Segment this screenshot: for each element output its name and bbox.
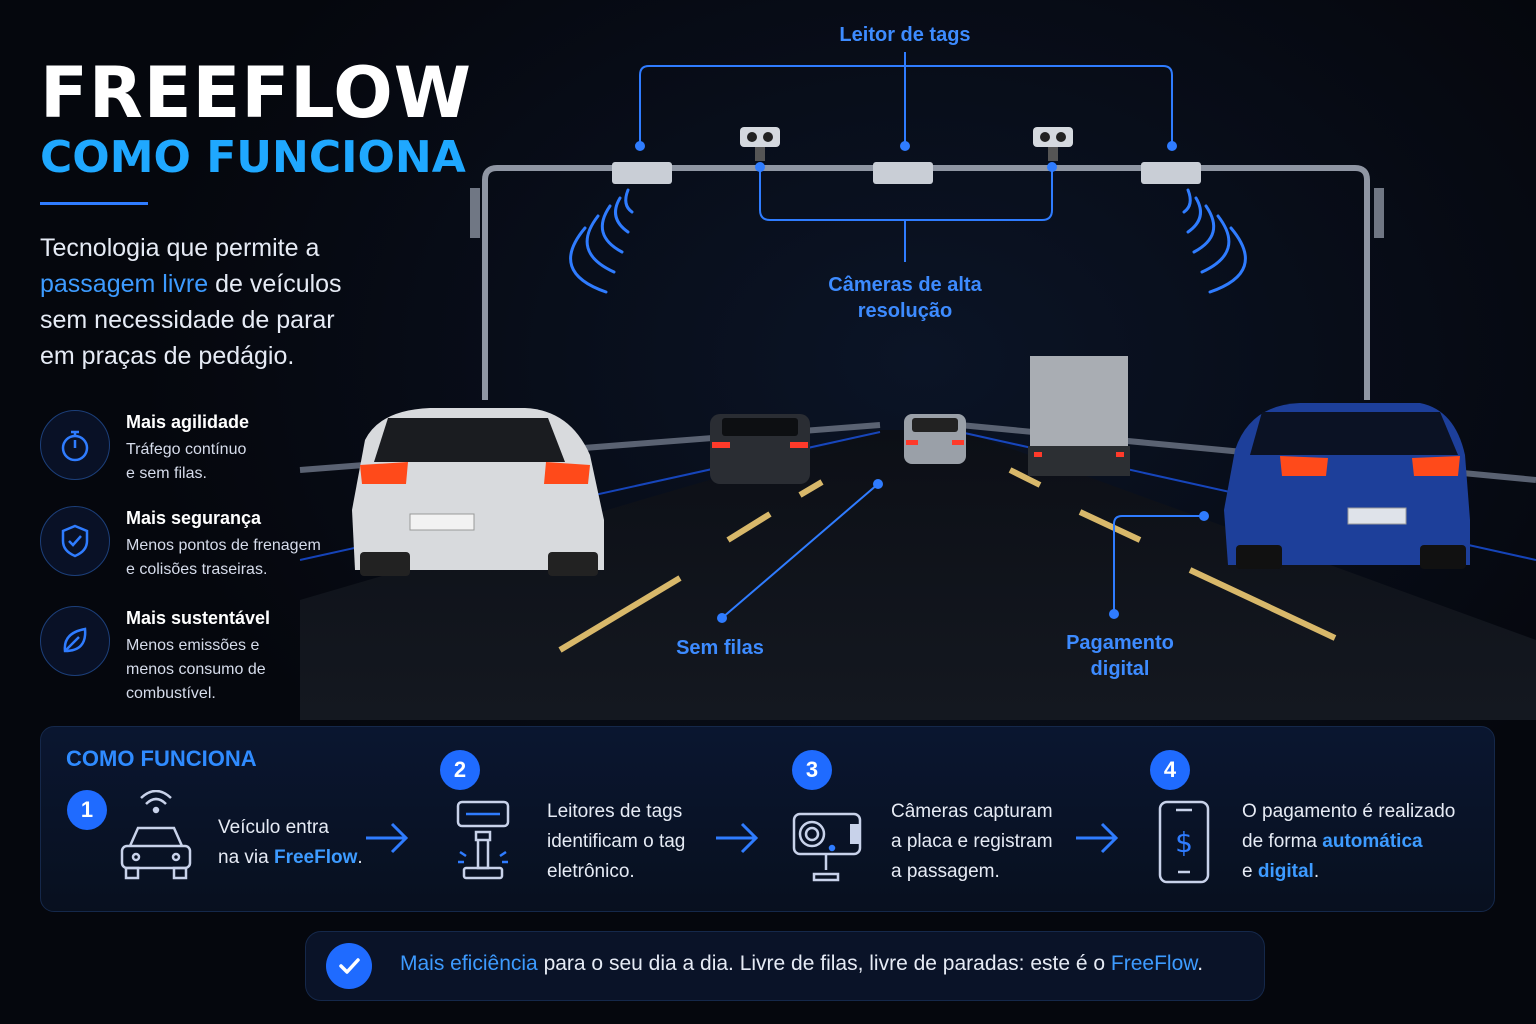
steps-panel-title: COMO FUNCIONA: [66, 746, 257, 771]
tag-reader-units: [612, 162, 1201, 184]
freeflow-highlight: FreeFlow: [273, 847, 358, 868]
payment-label-line2: digital: [1090, 658, 1150, 680]
banner-brand: FreeFlow: [1110, 952, 1198, 975]
step-number: 4: [1150, 750, 1190, 790]
step-text-fragment: .: [357, 847, 363, 868]
benefit-title: Mais segurança: [126, 508, 262, 528]
step-text-fragment: na via: [218, 847, 274, 868]
intro-line2: passagem livre de veículos: [40, 266, 420, 302]
tag-reader-callout: Leitor de tags: [805, 22, 1005, 48]
arrow-right-icon: [1076, 822, 1119, 854]
payment-callout: Pagamento digital: [1040, 630, 1200, 682]
freeflow-gantry-scene: [299, 52, 1536, 720]
benefit-title: Mais sustentável: [126, 608, 271, 628]
intro-line2-rest: de veículos: [215, 270, 342, 298]
step-text-line: Leitores de tags: [547, 801, 683, 822]
cameras-label-line1: Câmeras de alta: [828, 274, 982, 296]
title-divider: [40, 202, 148, 205]
benefit-description: Tráfego contínuo e sem filas.: [126, 438, 346, 486]
benefit-desc-line: menos consumo de: [126, 661, 266, 678]
step-text-fragment: e: [1242, 861, 1258, 882]
benefit-desc-line: Menos emissões e: [126, 637, 260, 654]
steps-panel: [40, 726, 1495, 912]
benefit-safety: Mais segurança Menos pontos de frenagem …: [40, 506, 350, 596]
no-queues-callout: Sem filas: [660, 635, 780, 661]
truck: [1028, 356, 1130, 476]
step-text-fragment: .: [1313, 861, 1320, 882]
benefit-desc-line: combustível.: [126, 685, 216, 702]
benefit-sustainability: Mais sustentável Menos emissões e menos …: [40, 606, 350, 716]
phone-dollar-icon: $: [1156, 800, 1212, 884]
banner-text: Mais eficiência para o seu dia a dia. Li…: [400, 952, 1203, 976]
digital-highlight: digital: [1257, 861, 1314, 882]
step-text-line: e digital.: [1242, 857, 1455, 887]
blue-car: [1224, 403, 1470, 569]
intro-line3: sem necessidade de parar: [40, 306, 335, 334]
step-text-line: eletrônico.: [547, 861, 635, 882]
distant-car: [904, 414, 966, 464]
step-text-line: Veículo entra: [218, 817, 329, 838]
benefit-title: Mais agilidade: [126, 412, 250, 432]
step-1-text: Veículo entra na via FreeFlow.: [218, 813, 363, 873]
tag-reader-icon: [450, 798, 516, 884]
cameras-label-line2: resolução: [857, 300, 953, 322]
intro-paragraph: Tecnologia que permite a passagem livre …: [40, 230, 420, 374]
svg-text:$: $: [1175, 826, 1193, 859]
intro-line4: em praças de pedágio.: [40, 342, 295, 370]
step-number: 1: [67, 790, 107, 830]
step-text-line: de forma automática: [1242, 827, 1455, 857]
benefit-desc-line: e colisões traseiras.: [126, 561, 268, 578]
benefit-desc-line: Tráfego contínuo: [126, 441, 247, 458]
benefit-desc-line: Menos pontos de frenagem: [126, 537, 321, 554]
arrow-right-icon: [716, 822, 759, 854]
tag-reader-label: Leitor de tags: [839, 24, 971, 46]
check-icon: [326, 943, 372, 989]
benefit-agility: Mais agilidade Tráfego contínuo e sem fi…: [40, 410, 350, 500]
leaf-icon: [40, 606, 110, 676]
step-text-fragment: de forma: [1242, 831, 1323, 852]
no-queues-label: Sem filas: [676, 637, 764, 659]
efficiency-banner: [305, 931, 1265, 1001]
banner-middle: para o seu dia a dia. Livre de filas, li…: [537, 952, 1111, 975]
camera-units: [740, 127, 1073, 161]
step-text-line: Câmeras capturam: [891, 801, 1053, 822]
step-text-line: identificam o tag: [547, 831, 686, 852]
lane-markings: [558, 467, 1337, 653]
automatic-highlight: automática: [1322, 831, 1423, 852]
stopwatch-icon: [40, 410, 110, 480]
step-text-line: na via FreeFlow.: [218, 843, 363, 873]
camera-icon: [790, 808, 866, 884]
step-number: 2: [440, 750, 480, 790]
step-number: 3: [792, 750, 832, 790]
banner-end: .: [1197, 952, 1204, 975]
signal-waves: [569, 188, 1247, 294]
white-car: [352, 408, 604, 576]
step-4-text: O pagamento é realizado de forma automát…: [1242, 797, 1455, 887]
cameras-callout: Câmeras de alta resolução: [795, 272, 1015, 324]
benefit-desc-line: e sem filas.: [126, 465, 207, 482]
page-title: FREEFLOW: [40, 52, 472, 134]
dark-suv: [710, 414, 810, 484]
benefit-description: Menos pontos de frenagem e colisões tras…: [126, 534, 346, 582]
car-signal-icon: [118, 790, 194, 884]
banner-highlight: Mais eficiência: [400, 952, 538, 975]
payment-label-line1: Pagamento: [1066, 632, 1174, 654]
shield-check-icon: [40, 506, 110, 576]
step-3-text: Câmeras capturam a placa e registram a p…: [891, 797, 1053, 887]
page-subtitle: COMO FUNCIONA: [40, 132, 466, 183]
intro-highlight: passagem livre: [40, 270, 209, 298]
intro-line1: Tecnologia que permite a: [40, 234, 320, 262]
step-2-text: Leitores de tags identificam o tag eletr…: [547, 797, 685, 887]
arrow-right-icon: [366, 822, 409, 854]
step-text-line: a passagem.: [891, 861, 1000, 882]
benefit-description: Menos emissões e menos consumo de combus…: [126, 634, 346, 706]
step-text-line: O pagamento é realizado: [1242, 801, 1456, 822]
step-text-line: a placa e registram: [891, 831, 1053, 852]
